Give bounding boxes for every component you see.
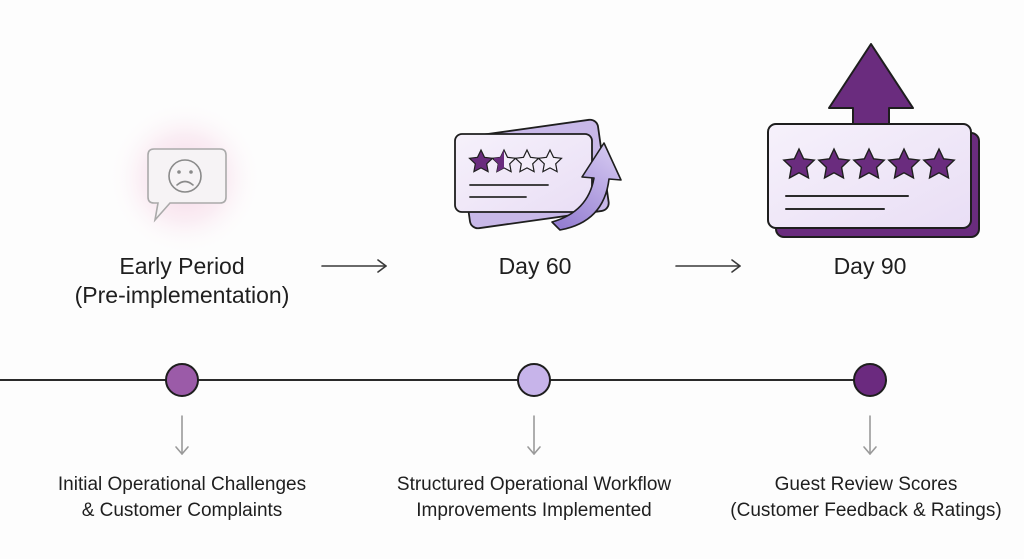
caption-early: Initial Operational Challenges & Custome…	[22, 472, 342, 524]
stage-title-line: Day 90	[833, 253, 907, 279]
star-full	[468, 148, 494, 173]
review-card-rising-arrow-icon	[454, 118, 622, 231]
rising-arrow	[551, 142, 622, 231]
timeline-node-day90	[853, 363, 887, 397]
arrow-right-icon	[675, 259, 741, 273]
caption-line: Initial Operational Challenges	[57, 474, 307, 495]
arrow-right-icon	[321, 259, 387, 273]
arrow-down-icon	[527, 415, 541, 455]
arrow-down-icon	[175, 415, 189, 455]
caption-line: (Customer Feedback & Ratings)	[730, 500, 1002, 521]
stage-title-line: Day 60	[498, 253, 572, 279]
sad-face-chat-icon	[107, 100, 263, 256]
up-arrow	[828, 43, 914, 131]
star-empty	[514, 148, 540, 173]
caption-day60: Structured Operational Workflow Improvem…	[364, 472, 704, 524]
star-empty	[537, 148, 563, 173]
star-full	[817, 147, 851, 180]
star-full	[852, 147, 886, 180]
caption-line: Structured Operational Workflow	[396, 474, 672, 495]
caption-day90: Guest Review Scores (Customer Feedback &…	[712, 472, 1020, 524]
stage-title-day60: Day 60	[460, 252, 610, 281]
stage-title-line: Early Period	[119, 253, 245, 279]
caption-line: Guest Review Scores	[774, 474, 958, 495]
star-full	[922, 147, 956, 180]
review-card-up-arrow-icon	[767, 43, 980, 238]
caption-line: & Customer Complaints	[81, 500, 283, 521]
caption-line: Improvements Implemented	[416, 500, 652, 521]
stage-title-line: (Pre-implementation)	[74, 282, 290, 308]
timeline-node-early	[165, 363, 199, 397]
star-full	[887, 147, 921, 180]
star-half-fill	[494, 150, 504, 172]
arrow-down-icon	[863, 415, 877, 455]
stage-title-early: Early Period (Pre-implementation)	[62, 252, 302, 310]
stage-title-day90: Day 90	[795, 252, 945, 281]
star-full	[782, 147, 816, 180]
timeline-node-day60	[517, 363, 551, 397]
